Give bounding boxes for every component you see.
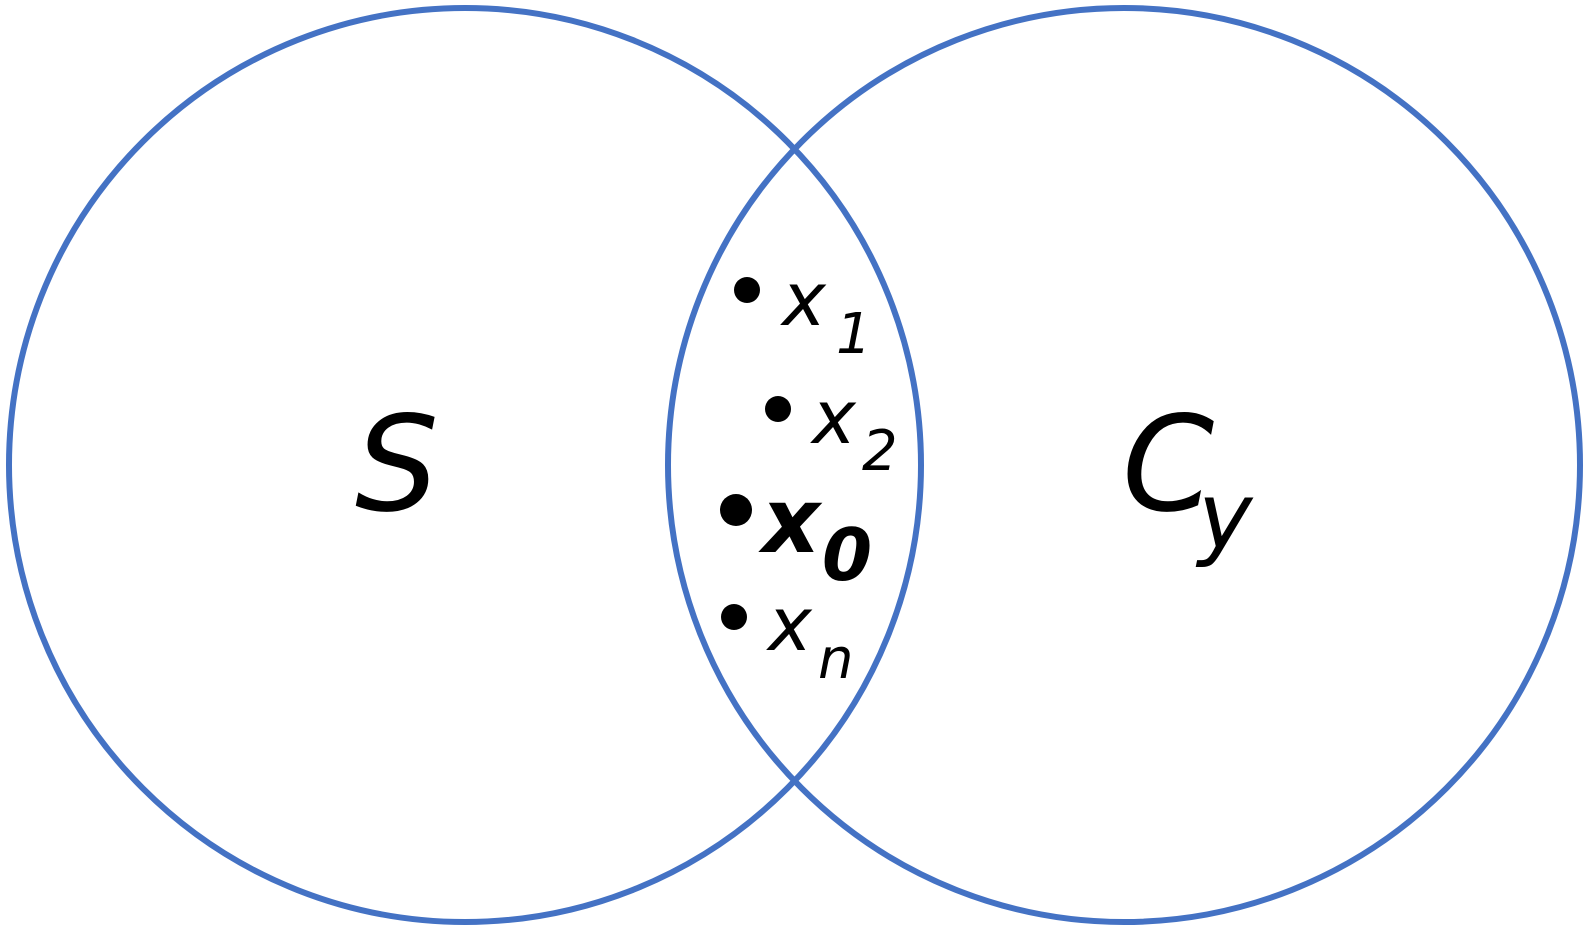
- set-cy-label-main: C: [1122, 388, 1214, 542]
- point-x0: x 0: [720, 469, 872, 597]
- set-s-label: S: [355, 388, 439, 542]
- set-cy-circle: [665, 5, 1583, 925]
- point-x2-dot: [765, 396, 791, 422]
- point-xn: x n: [721, 582, 854, 692]
- point-x0-label: x: [758, 469, 823, 574]
- set-s-circle: [6, 5, 924, 925]
- point-x1-dot: [734, 277, 760, 303]
- point-x2-label: x: [810, 375, 857, 461]
- point-x1: x 1: [734, 257, 872, 367]
- point-x1-subscript: 1: [836, 302, 872, 367]
- point-x0-dot: [720, 494, 752, 526]
- point-x2-subscript: 2: [862, 419, 898, 484]
- point-xn-label: x: [766, 582, 813, 668]
- set-cy-label-subscript: y: [1195, 463, 1254, 570]
- point-xn-dot: [721, 604, 747, 630]
- point-x0-subscript: 0: [822, 513, 872, 597]
- point-xn-subscript: n: [818, 627, 854, 692]
- point-x1-label: x: [780, 257, 827, 343]
- point-x2: x 2: [765, 375, 898, 484]
- set-cy-label: C y: [1122, 388, 1254, 570]
